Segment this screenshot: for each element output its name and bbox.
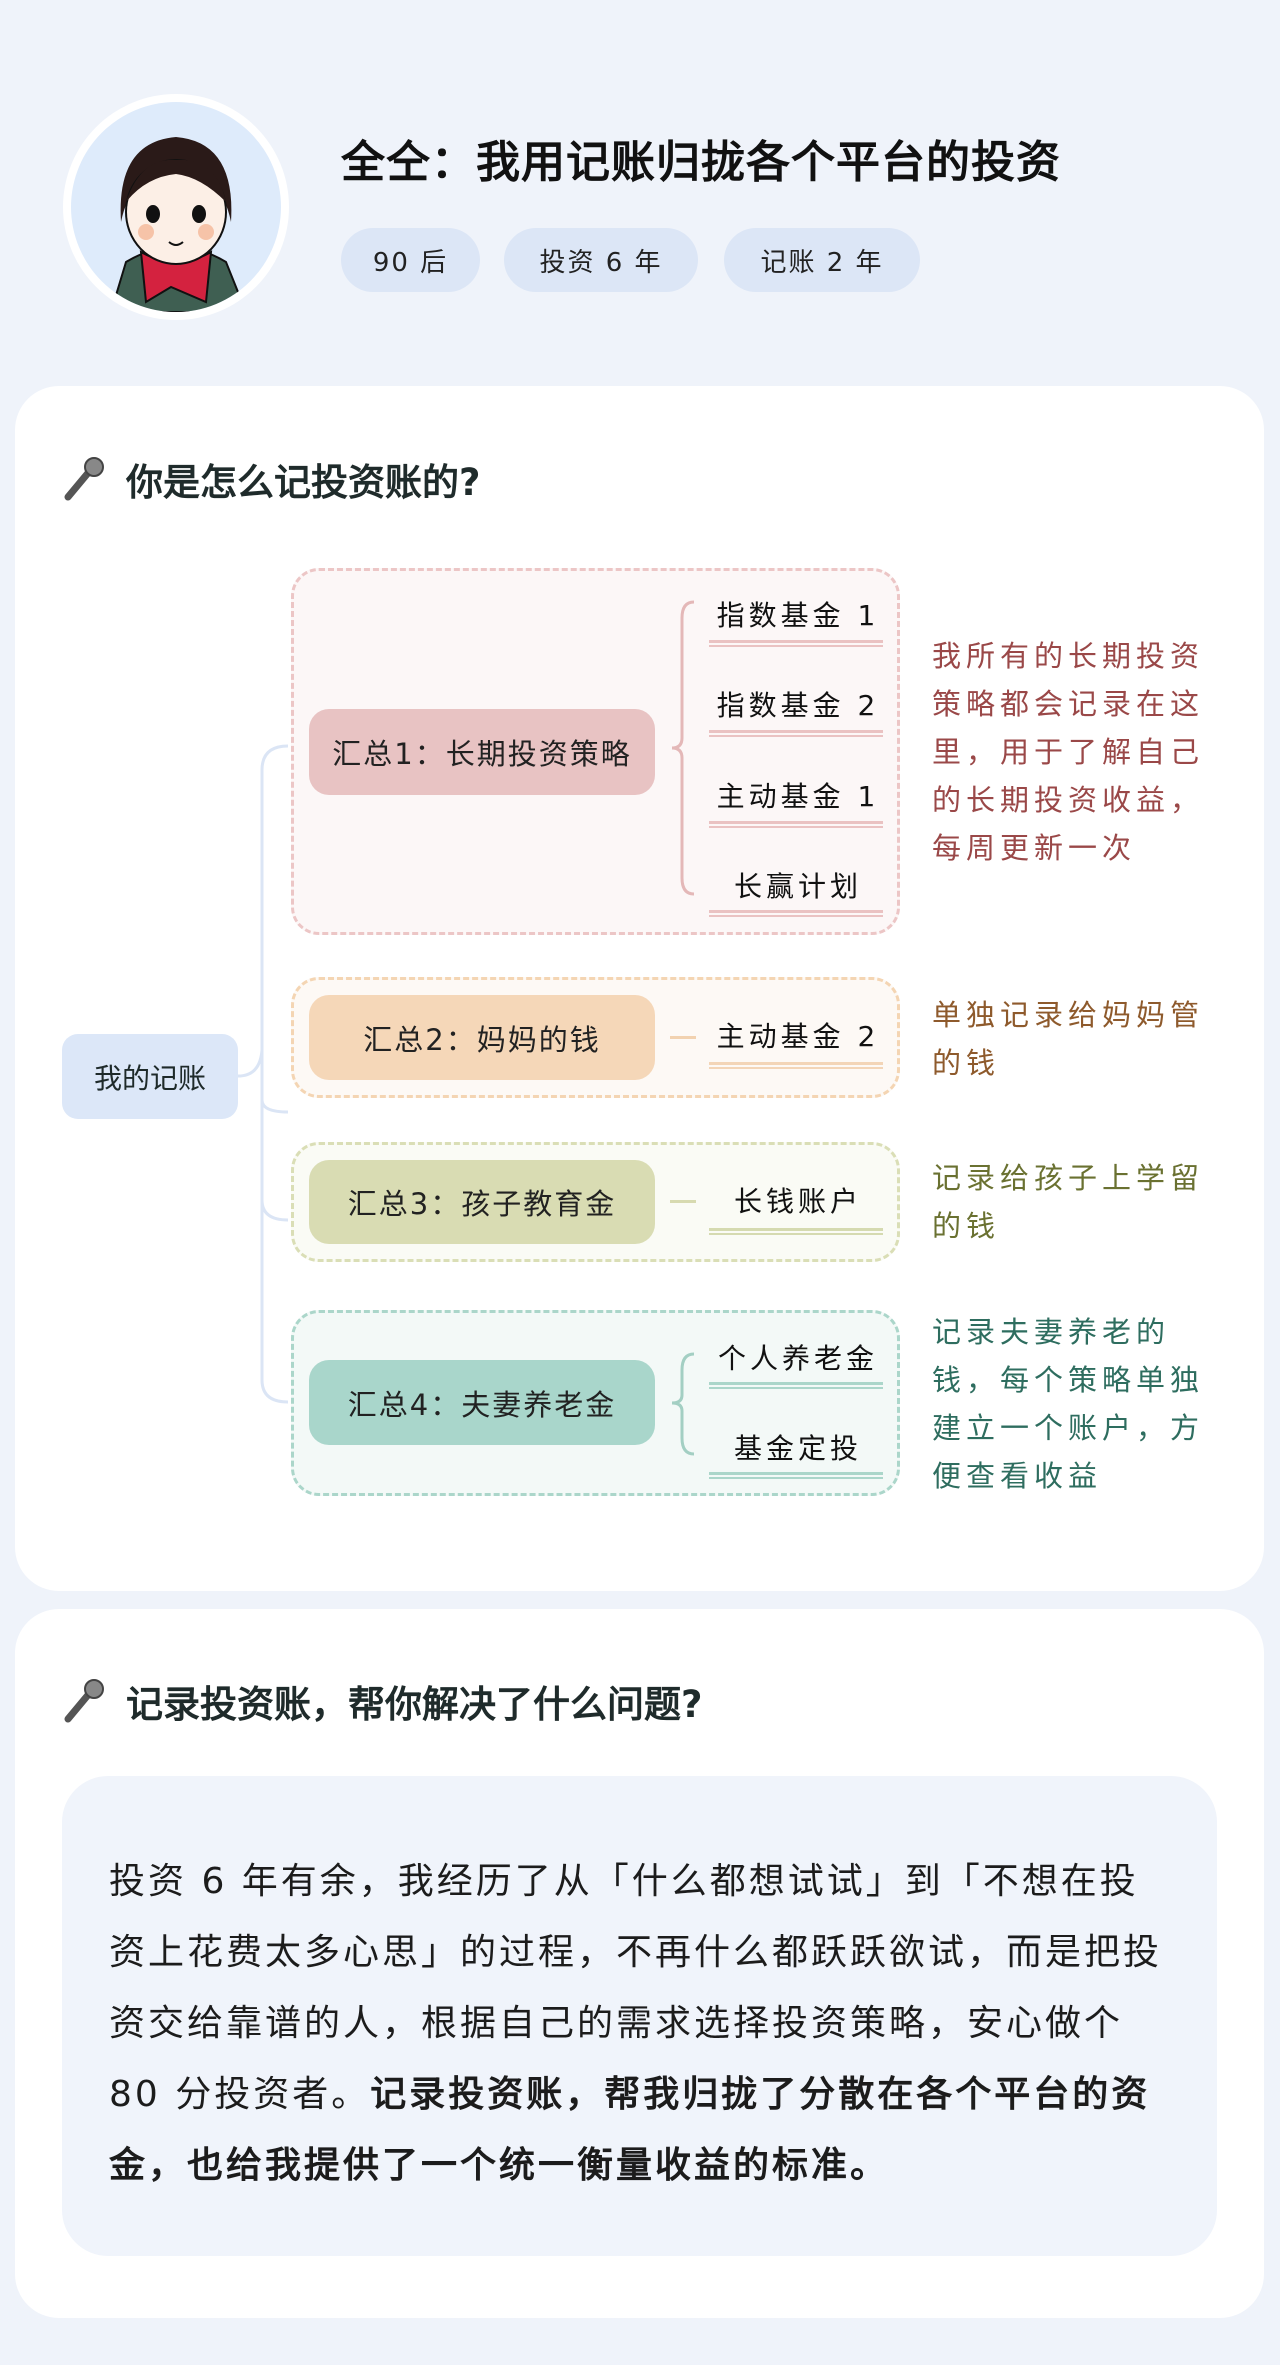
leaf-underline [709, 1382, 883, 1389]
leaf-item: 主动基金 1 [716, 780, 880, 813]
leaf-item: 长赢计划 [733, 870, 862, 903]
page-title: 全仝：我用记账归拢各个平台的投资 [341, 137, 1061, 188]
mindmap-root: 我的记账 [62, 1034, 238, 1119]
leaf-underline [709, 730, 883, 737]
leaf-underline [709, 1228, 883, 1235]
leaf-item: 长钱账户 [733, 1185, 862, 1218]
node-mom: 汇总2：妈妈的钱 [309, 995, 655, 1080]
group-note: 记录给孩子上学留的钱 [932, 1161, 1205, 1243]
group-note: 记录夫妻养老的钱，每个策略单独建立一个账户，方便查看收益 [932, 1315, 1205, 1493]
heading-text: 你是怎么记投资账的? [126, 461, 481, 504]
leaf-item: 指数基金 1 [716, 599, 880, 632]
tag-bookkeeping-years: 记账 2 年 [724, 228, 920, 292]
microphone-icon [64, 1679, 104, 1723]
leaf-underline [709, 1062, 883, 1069]
tag-invest-years: 投资 6 年 [504, 228, 698, 292]
leaf-underline [709, 640, 883, 647]
avatar-illustration-icon [109, 137, 248, 312]
leaf-underline [709, 821, 883, 828]
leaf-item: 指数基金 2 [716, 689, 880, 722]
section-heading-how: 你是怎么记投资账的? [60, 452, 480, 506]
group-note: 单独记录给妈妈管的钱 [932, 998, 1205, 1080]
leaf-underline [709, 910, 883, 917]
brace-long-term [671, 600, 695, 896]
microphone-icon [64, 457, 104, 501]
connector [670, 1200, 696, 1203]
leaf-item: 主动基金 2 [716, 1020, 880, 1053]
node-pension: 汇总4：夫妻养老金 [309, 1360, 655, 1445]
brace-pension [671, 1352, 695, 1456]
heading-text: 记录投资账，帮你解决了什么问题? [126, 1683, 703, 1726]
root-connector [238, 744, 289, 1404]
leaf-item: 基金定投 [733, 1432, 862, 1465]
group-note: 我所有的长期投资策略都会记录在这里，用于了解自己的长期投资收益，每周更新一次 [932, 639, 1205, 865]
tag-age: 90 后 [341, 228, 480, 292]
paragraph-bold: 记录投资账，帮我归拢了分散在各个平台的资金，也给我提供了一个统一衡量收益的标准。 [109, 2074, 1151, 2186]
avatar [63, 94, 289, 320]
connector [670, 1036, 696, 1039]
leaf-item: 个人养老金 [717, 1342, 878, 1375]
answer-paragraph: 投资 6 年有余，我经历了从「什么都想试试」到「不想在投资上花费太多心思」的过程… [62, 1776, 1217, 2256]
paragraph-normal: 投资 6 年有余，我经历了从「什么都想试试」到「不想在投资上花费太多心思」的过程… [109, 1861, 1163, 2115]
node-long-term: 汇总1：长期投资策略 [309, 709, 655, 795]
leaf-underline [709, 1472, 883, 1479]
section-heading-problem: 记录投资账，帮你解决了什么问题? [60, 1674, 702, 1728]
node-child: 汇总3：孩子教育金 [309, 1160, 655, 1244]
